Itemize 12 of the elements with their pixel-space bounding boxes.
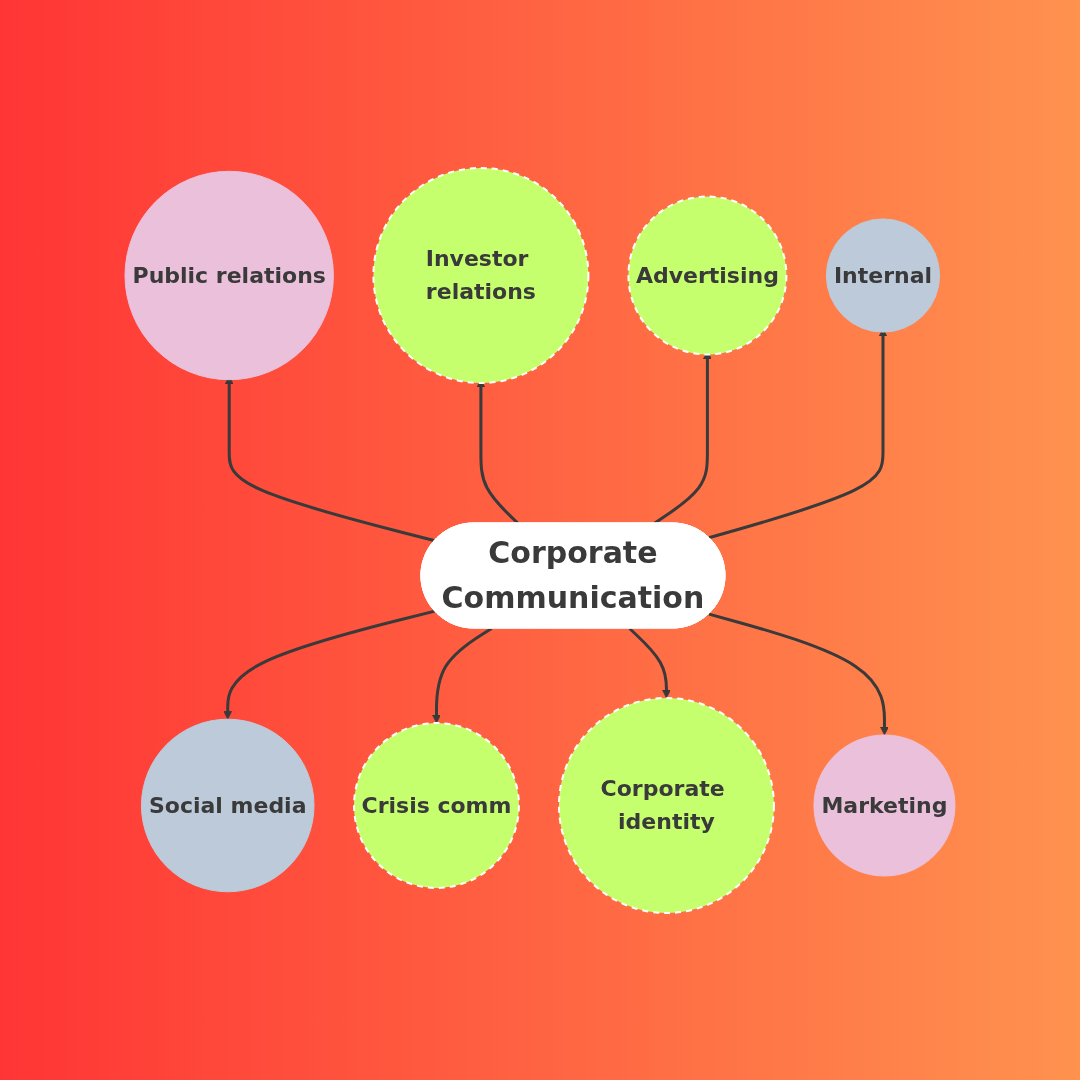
arrow [708, 612, 889, 735]
node-circle: Public relations [124, 170, 334, 380]
node-circle: Marketing [813, 733, 956, 876]
node-circle: Advertising [627, 195, 788, 355]
node-circle: Crisis comm [353, 721, 520, 889]
node-circle: Social media [140, 718, 315, 892]
arrow [628, 626, 671, 698]
arrow [223, 609, 436, 720]
arrow [432, 626, 493, 723]
node-circle: Corporate identity [557, 696, 775, 914]
node-circle: Investor relations [372, 166, 590, 384]
node-circle: Internal [825, 217, 941, 333]
